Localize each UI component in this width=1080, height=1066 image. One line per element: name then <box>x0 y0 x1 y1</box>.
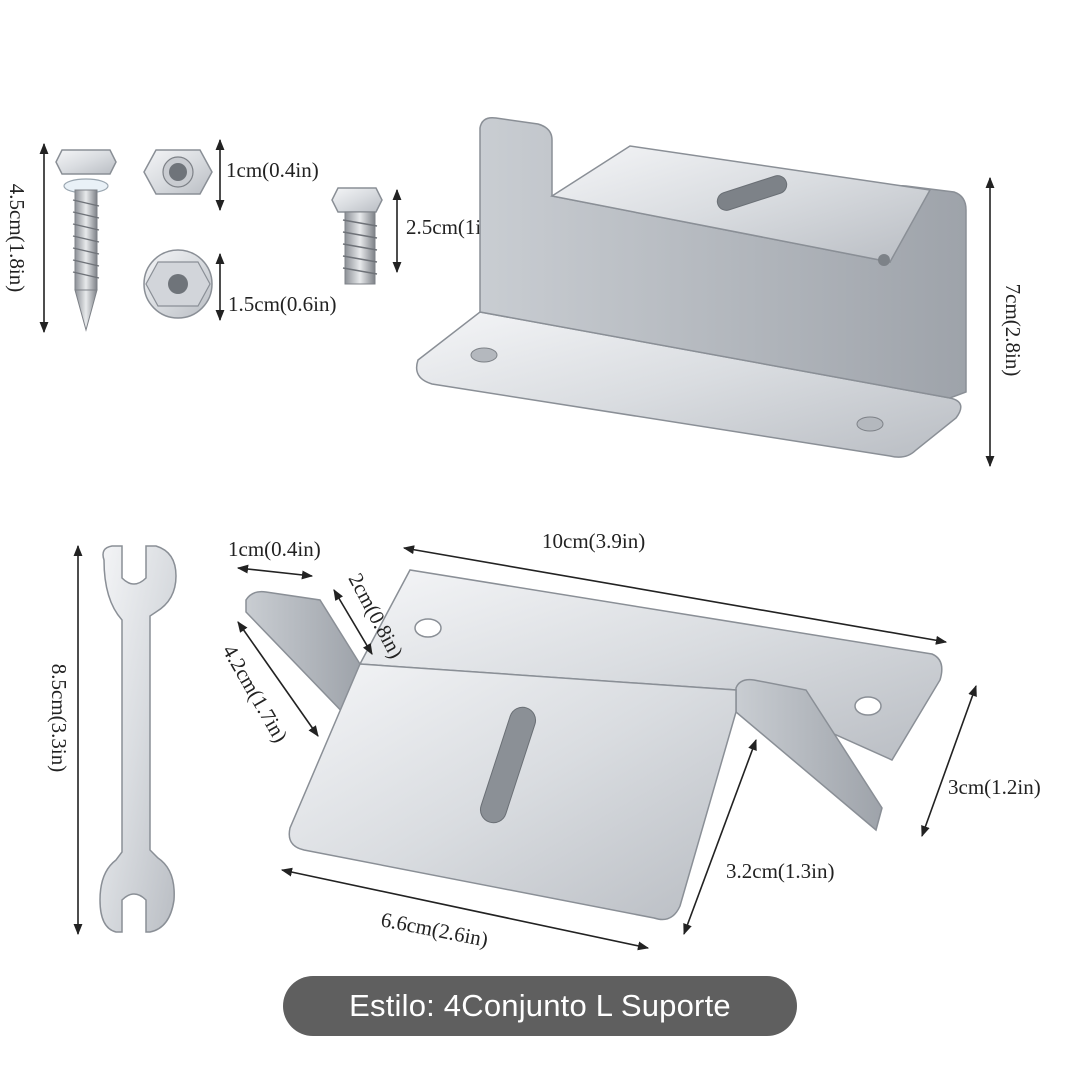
side-height-label: 3cm(1.2in) <box>948 775 1041 799</box>
nut-large-label: 1.5cm(0.6in) <box>228 292 336 316</box>
tab-width-label: 1cm(0.4in) <box>228 537 321 561</box>
hex-bolt <box>331 187 383 285</box>
bracket-height-label: 7cm(2.8in) <box>1001 284 1025 377</box>
style-caption: Estilo: 4Conjunto L Suporte <box>349 988 731 1023</box>
bracket-length-dimension: 10cm(3.9in) <box>402 529 948 645</box>
side-height-dimension: 3cm(1.2in) <box>921 684 1041 838</box>
wrench <box>99 545 177 933</box>
nut-small-label: 1cm(0.4in) <box>226 158 319 182</box>
base-depth-dimension: 3.2cm(1.3in) <box>683 738 834 936</box>
screw-length-dimension: 4.5cm(1.8in) <box>5 142 49 334</box>
nut-small-dimension: 1cm(0.4in) <box>215 138 319 212</box>
flange-nut-large <box>143 249 213 319</box>
tab-width-dimension: 1cm(0.4in) <box>228 537 321 580</box>
tab-length-label: 4.2cm(1.7in) <box>218 641 293 747</box>
bracket-length-label: 10cm(3.9in) <box>542 529 645 553</box>
base-width-label: 6.6cm(2.6in) <box>379 907 490 951</box>
bracket-height-dimension: 7cm(2.8in) <box>985 176 1025 468</box>
z-bracket-top <box>415 116 967 458</box>
base-depth-label: 3.2cm(1.3in) <box>726 859 834 883</box>
screw-length-label: 4.5cm(1.8in) <box>5 184 29 292</box>
wrench-length-dimension: 8.5cm(3.3in) <box>47 544 83 936</box>
wrench-length-label: 8.5cm(3.3in) <box>47 664 71 772</box>
nut-large-dimension: 1.5cm(0.6in) <box>215 252 336 322</box>
self-drilling-screw <box>55 149 117 332</box>
style-caption-badge: Estilo: 4Conjunto L Suporte <box>283 976 797 1036</box>
hex-nut-small <box>143 149 213 195</box>
